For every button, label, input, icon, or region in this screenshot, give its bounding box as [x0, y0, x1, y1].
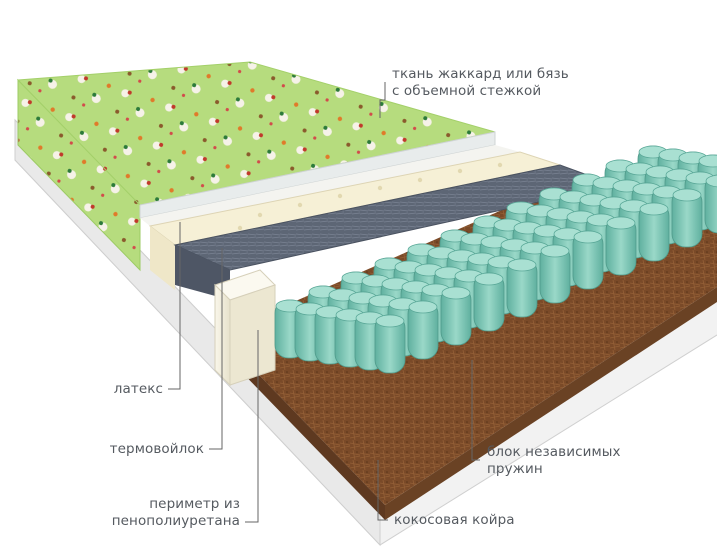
- callout-perimeter-line1: периметр из: [149, 496, 240, 512]
- spring-pocket: [671, 188, 703, 248]
- spring-pocket: [572, 230, 604, 290]
- callout-felt: термовойлок: [88, 441, 204, 458]
- callout-perimeter: периметр из пенополиуретана: [100, 496, 240, 530]
- spring-pocket: [704, 174, 717, 234]
- spring-pocket: [440, 286, 472, 346]
- callout-perimeter-line2: пенополиуретана: [111, 513, 240, 529]
- callout-springs-line1: блок независимых: [487, 444, 621, 460]
- spring-pocket: [374, 314, 406, 374]
- spring-pocket: [638, 202, 670, 262]
- callout-latex: латекс: [95, 381, 163, 398]
- callout-coir: кокосовая койра: [394, 512, 515, 529]
- callout-cover: ткань жаккард или бязь с объемной стежко…: [392, 66, 569, 100]
- callout-cover-line2: с объемной стежкой: [392, 83, 542, 99]
- spring-pocket: [605, 216, 637, 276]
- spring-pocket: [506, 258, 538, 318]
- callout-springs: блок независимых пружин: [487, 444, 621, 478]
- spring-block: [274, 145, 717, 374]
- callout-springs-line2: пружин: [487, 461, 543, 477]
- mattress-cover-top: [16, 61, 520, 226]
- callout-cover-line1: ткань жаккард или бязь: [392, 66, 569, 82]
- callout-felt-text: термовойлок: [109, 441, 204, 457]
- spring-pocket: [407, 300, 439, 360]
- spring-pocket: [473, 272, 505, 332]
- spring-pocket: [539, 244, 571, 304]
- callout-coir-text: кокосовая койра: [394, 512, 515, 528]
- callout-latex-text: латекс: [113, 381, 163, 397]
